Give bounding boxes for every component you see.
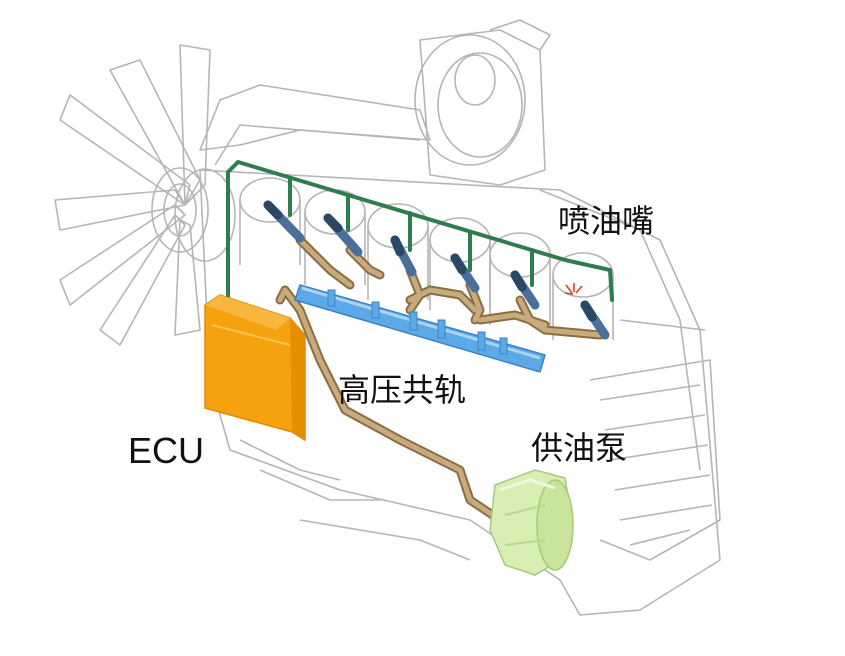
fan-blades bbox=[54, 44, 211, 346]
injector-6-icon bbox=[580, 300, 610, 340]
engine-block bbox=[199, 169, 721, 616]
injectors bbox=[263, 200, 610, 340]
supply-pump-icon bbox=[489, 469, 574, 576]
common-rail bbox=[294, 284, 546, 373]
ecu-box-icon bbox=[204, 294, 306, 442]
fan-hub bbox=[151, 167, 236, 262]
injector-1-icon bbox=[263, 200, 305, 243]
injector-5-icon bbox=[510, 270, 540, 310]
injector-label: 喷油嘴 bbox=[558, 202, 655, 240]
ecu-label: ECU bbox=[128, 430, 205, 471]
common-rail-label: 高压共轨 bbox=[338, 371, 467, 409]
injector-4-icon bbox=[450, 253, 480, 293]
turbo-housing bbox=[414, 19, 551, 186]
spray-icon bbox=[564, 283, 583, 295]
signal-wires bbox=[226, 160, 614, 317]
injector-3-icon bbox=[390, 235, 417, 277]
injector-2-icon bbox=[323, 213, 363, 257]
supply-pump-label: 供油泵 bbox=[531, 429, 628, 467]
engine-outline bbox=[54, 19, 721, 616]
fuel-lines-light bbox=[277, 237, 603, 523]
